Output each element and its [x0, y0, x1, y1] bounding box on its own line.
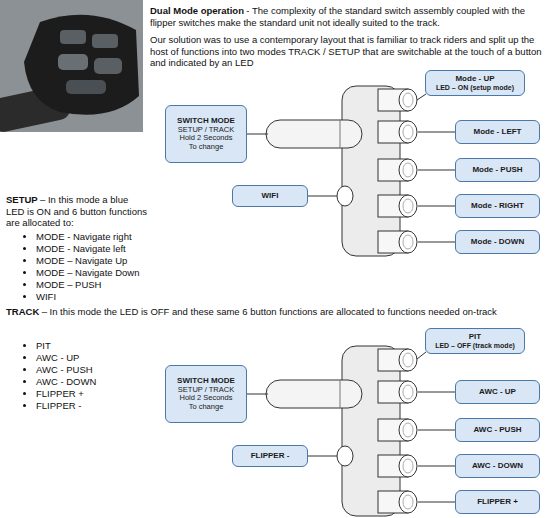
- leader-line: [417, 352, 426, 359]
- callout-box: AWC - DOWN: [455, 454, 540, 478]
- mode-heading: SETUP: [6, 194, 38, 205]
- callout-label: SWITCH MODE: [177, 376, 235, 385]
- text-paragraph: Dual Mode operation- The complexity of t…: [150, 5, 545, 28]
- callout-label: AWC - DOWN: [472, 461, 523, 470]
- title: Dual Mode operation: [150, 5, 244, 16]
- callout-box: FLIPPER -: [232, 445, 308, 467]
- bullet-item: FLIPPER +: [36, 388, 156, 400]
- leader-line: [247, 394, 268, 395]
- leader-line: [418, 242, 455, 243]
- callout-label: FLIPPER +: [477, 497, 518, 506]
- callout-box: Mode - UPLED – ON (setup mode): [425, 70, 525, 96]
- text-paragraph: SETUP– In this mode a blue LED is ON and…: [6, 194, 148, 229]
- photo-button: [60, 30, 86, 44]
- leader-line: [418, 132, 455, 133]
- callout-box: AWC - PUSH: [455, 418, 540, 442]
- leader-line: [418, 466, 455, 467]
- callout-label: WIFI: [262, 191, 279, 200]
- callout-label: Hold 2 Seconds To change: [175, 134, 237, 151]
- callout-box: FLIPPER +: [455, 490, 540, 514]
- bullet-item: AWC - UP: [36, 352, 156, 364]
- callout-box: Mode - DOWN: [455, 230, 540, 254]
- bullet-item: MODE - Navigate left: [36, 243, 156, 255]
- text-paragraph: TRACK– In this mode the LED is OFF and t…: [6, 306, 541, 318]
- bullet-list: MODE - Navigate rightMODE - Navigate lef…: [6, 231, 156, 303]
- callout-label: SETUP / TRACK: [178, 126, 234, 135]
- bullet-item: MODE – Navigate Up: [36, 255, 156, 267]
- text-paragraph: Our solution was to use a contemporary l…: [150, 34, 545, 69]
- callout-label: AWC - PUSH: [474, 425, 522, 434]
- bullet-item: PIT: [36, 340, 156, 352]
- leader-line: [418, 430, 455, 431]
- photo-button: [66, 80, 106, 94]
- photo-button: [94, 58, 122, 74]
- leader-line: [418, 170, 455, 171]
- bullet-list: PITAWC - UPAWC - PUSHAWC - DOWNFLIPPER +…: [6, 340, 156, 412]
- callout-box: SWITCH MODESETUP / TRACKHold 2 Seconds T…: [165, 105, 247, 163]
- callout-label: LED – ON (setup mode): [436, 84, 514, 92]
- callout-label: SETUP / TRACK: [178, 386, 234, 395]
- leader-line: [417, 94, 426, 100]
- leader-line: [247, 134, 268, 135]
- switch-body: [24, 15, 139, 115]
- photo-button: [92, 34, 118, 48]
- callout-box: Mode - RIGHT: [455, 194, 540, 218]
- switch-illustration: [266, 86, 417, 256]
- photo: [0, 0, 143, 134]
- callout-label: Hold 2 Seconds To change: [175, 394, 237, 411]
- body-text: – In this mode the LED is OFF and these …: [42, 306, 497, 317]
- photo-button: [58, 54, 88, 70]
- callout-label: Mode - LEFT: [474, 127, 522, 136]
- mode-heading: TRACK: [6, 306, 39, 317]
- callout-box: Mode - LEFT: [455, 120, 540, 144]
- callout-label: SWITCH MODE: [177, 116, 235, 125]
- bullet-list: PITAWC - UPAWC - PUSHAWC - DOWNFLIPPER +…: [6, 340, 156, 412]
- callout-box: PITLED – OFF (track mode): [425, 328, 525, 354]
- callout-label: AWC - UP: [479, 387, 516, 396]
- callout-label: PIT: [469, 332, 481, 341]
- bullet-list: MODE - Navigate rightMODE - Navigate lef…: [6, 231, 156, 303]
- callout-box: SWITCH MODESETUP / TRACKHold 2 Seconds T…: [165, 365, 247, 423]
- leader-line: [418, 392, 455, 393]
- callout-label: Mode - RIGHT: [471, 201, 524, 210]
- switch-illustration: [266, 346, 417, 516]
- callout-label: FLIPPER -: [251, 451, 290, 460]
- bullet-item: WIFI: [36, 291, 156, 303]
- callout-label: Mode - PUSH: [472, 165, 522, 174]
- leader-line: [418, 206, 455, 207]
- leader-line: [308, 196, 337, 197]
- leader-line: [308, 456, 337, 457]
- callout-label: Mode - UP: [455, 74, 494, 83]
- callout-label: LED – OFF (track mode): [435, 342, 515, 350]
- callout-box: Mode - PUSH: [455, 158, 540, 182]
- bullet-item: FLIPPER -: [36, 400, 156, 412]
- callout-box: AWC - UP: [455, 380, 540, 404]
- bullet-item: AWC - DOWN: [36, 376, 156, 388]
- bullet-item: MODE – PUSH: [36, 279, 156, 291]
- bullet-item: MODE - Navigate right: [36, 231, 156, 243]
- callout-box: WIFI: [232, 185, 308, 207]
- bullet-item: MODE – Navigate Down: [36, 267, 156, 279]
- bullet-item: AWC - PUSH: [36, 364, 156, 376]
- leader-lines: [247, 94, 455, 502]
- body-text: Our solution was to use a contemporary l…: [150, 34, 541, 68]
- leader-line: [418, 502, 455, 503]
- callout-label: Mode - DOWN: [471, 237, 524, 246]
